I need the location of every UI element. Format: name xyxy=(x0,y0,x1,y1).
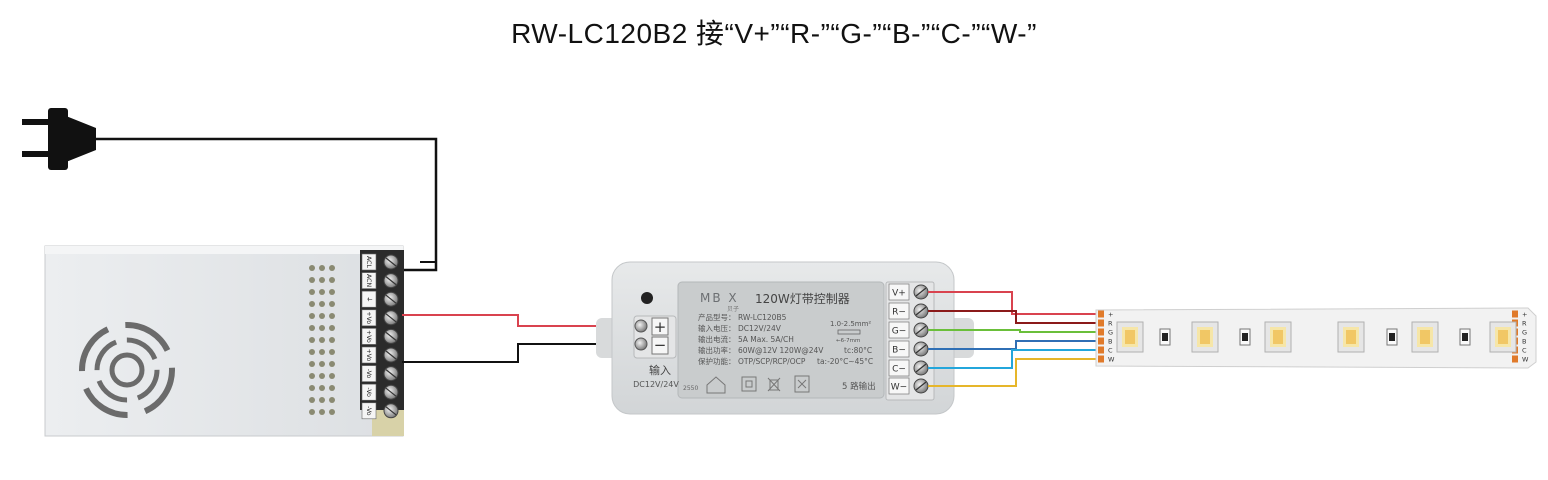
input-minus-label: − xyxy=(654,336,667,354)
controller-name: 120W灯带控制器 xyxy=(755,292,850,306)
strip-pin-label: + xyxy=(1108,311,1113,319)
psu-terminal-block: ACL ACN ⏚ +Vo +Vo +Vo -Vo -Vo -Vo xyxy=(361,253,399,420)
wire-w xyxy=(928,358,1100,387)
strip-pin-label: W xyxy=(1108,356,1115,364)
spec-label-0: 产品型号： xyxy=(698,312,736,322)
spec-value-2: 5A Max. 5A/CH xyxy=(738,335,794,344)
wire-b xyxy=(928,340,1100,350)
psu-terminal-label-box xyxy=(361,383,377,401)
psu-terminal-label-box xyxy=(361,272,377,289)
psu-terminal-label-box xyxy=(361,309,377,327)
diagram-title: RW-LC120B2 接“V+”“R-”“G-”“B-”“C-”“W-” xyxy=(511,18,1037,49)
strip-pin-label: G xyxy=(1522,329,1527,337)
input-voltage: DC12V/24V xyxy=(633,380,679,389)
spec-value-1: DC12V/24V xyxy=(738,324,782,333)
solder-pad xyxy=(1098,337,1104,345)
brand-sub: 贝子 xyxy=(727,306,739,313)
output-terminal-label: B− xyxy=(892,346,906,356)
input-label: 输入 xyxy=(649,363,671,377)
spec-label-2: 输出电流： xyxy=(698,334,736,344)
psu-terminal-label-box xyxy=(361,365,377,382)
spec-value-4: OTP/SCP/RCP/OCP xyxy=(738,357,806,366)
wire-positive xyxy=(402,314,640,327)
wire-v-plus xyxy=(928,291,1100,315)
strip-pin-label: W xyxy=(1522,356,1529,364)
model-code: 2550 xyxy=(683,385,698,392)
output-terminal-label: G− xyxy=(892,327,907,337)
vent-holes xyxy=(309,265,335,415)
psu-terminal-label-box xyxy=(361,253,377,271)
brand-logo: MB X xyxy=(700,291,739,305)
input-plus-label: + xyxy=(654,318,667,336)
indicator-led xyxy=(641,292,653,304)
psu-terminal-label-box xyxy=(361,290,377,308)
psu-terminal-label: -Vo xyxy=(365,406,372,416)
spec-value-0: RW-LC120B5 xyxy=(738,313,787,322)
output-terminal-label: V+ xyxy=(892,289,906,299)
output-wires xyxy=(928,291,1100,387)
spec-value-3: 60W@12V 120W@24V xyxy=(738,346,824,355)
psu-terminal-label: ⏚ xyxy=(365,296,372,302)
strip-pin-label: C xyxy=(1522,347,1527,355)
certification-icons xyxy=(706,375,810,394)
strip-led-chips xyxy=(1116,321,1517,353)
wire-negative xyxy=(402,343,640,363)
solder-pad xyxy=(1098,328,1104,336)
solder-pad xyxy=(1098,355,1104,363)
strip-pin-label: + xyxy=(1522,311,1527,319)
power-plug xyxy=(22,108,96,170)
strip-pin-label: R xyxy=(1108,320,1113,328)
psu-terminal-label: +Vo xyxy=(365,349,372,362)
strip-pin-label: B xyxy=(1108,338,1112,346)
psu-terminal-label: -Vo xyxy=(365,369,372,379)
ac-cable xyxy=(96,137,438,272)
psu-terminal-label-box xyxy=(361,402,377,420)
psu-terminal-label: +Vo xyxy=(365,311,372,324)
strip-pin-label: C xyxy=(1108,347,1113,355)
solder-pad xyxy=(1098,310,1104,318)
output-terminal-label: C− xyxy=(892,365,906,375)
tc-rating: tc:80°C xyxy=(844,346,872,355)
solder-pad xyxy=(1098,346,1104,354)
solder-pad xyxy=(1512,310,1518,318)
ta-rating: ta:-20°C~45°C xyxy=(817,357,873,366)
solder-pad xyxy=(1098,319,1104,327)
output-terminal-label: R− xyxy=(892,308,906,318)
spec-label-4: 保护功能： xyxy=(698,356,736,366)
led-controller: + − 输入 DC12V/24V MB X 贝子 120W灯带控制器 产品型号：… xyxy=(596,261,974,415)
fan-grille xyxy=(79,322,175,418)
strip-length: ←6-7mm xyxy=(836,338,860,344)
spec-label-3: 输出功率： xyxy=(698,345,736,355)
psu-terminal-label-box xyxy=(361,328,377,345)
wire-g xyxy=(928,329,1100,333)
output-label: 5 路输出 xyxy=(842,381,876,392)
solder-pad xyxy=(1512,355,1518,363)
output-terminal-label: W− xyxy=(891,383,907,393)
strip-pin-label: G xyxy=(1108,329,1113,337)
output-terminal-block: V+ R− G− B− C− W− xyxy=(888,283,929,395)
psu-terminal-label: +Vo xyxy=(365,330,372,343)
psu-terminal-label: ACN xyxy=(365,274,372,287)
spec-label-1: 输入电压： xyxy=(698,323,736,333)
wire-c xyxy=(928,349,1100,369)
psu-terminal-label: -Vo xyxy=(365,387,372,397)
strip-pin-label: R xyxy=(1522,320,1527,328)
psu-terminal-label: ACL xyxy=(365,256,372,268)
strip-pin-label: B xyxy=(1522,338,1526,346)
psu-terminal-label-box xyxy=(361,346,377,364)
wire-r xyxy=(928,310,1100,324)
power-supply: ACL ACN ⏚ +Vo +Vo +Vo -Vo -Vo -Vo xyxy=(44,245,404,437)
wire-spec: 1.0-2.5mm² xyxy=(830,320,871,328)
